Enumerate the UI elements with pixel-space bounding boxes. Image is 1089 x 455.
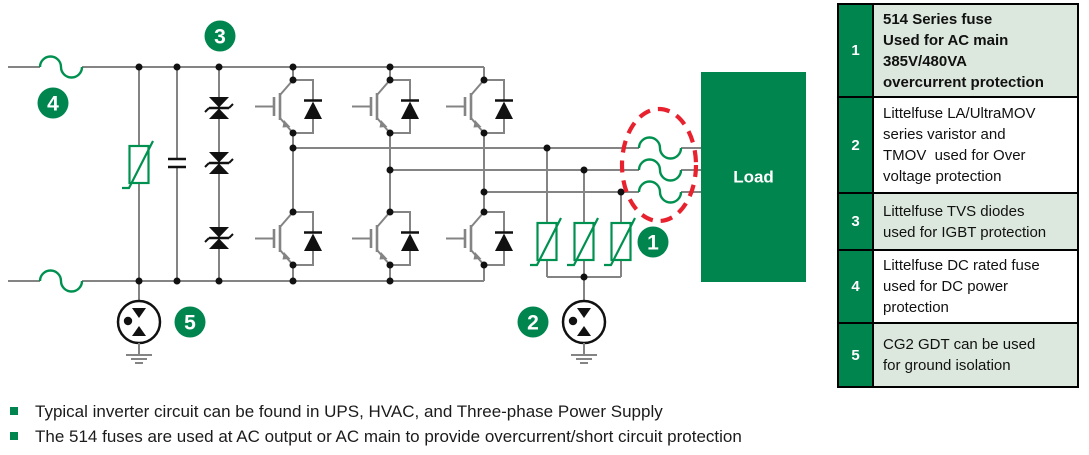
dc-fuse-bottom-icon (38, 269, 84, 293)
igbt-leg-3 (444, 67, 515, 281)
output-mov-3-icon (602, 216, 637, 267)
load-label: Load (733, 168, 774, 187)
badge-5: 5 (174, 306, 206, 338)
red-highlight-ellipse (619, 106, 699, 224)
ground-right-icon (570, 342, 598, 364)
legend-row-text: Littelfuse DC rated fuse used for DC pow… (874, 251, 1077, 322)
gdt-left-icon (116, 299, 162, 345)
badge-3-label: 3 (214, 26, 226, 49)
dc-link-capacitor (168, 67, 186, 281)
bullet-item: Typical inverter circuit can be found in… (10, 401, 663, 423)
legend-row-text: Littelfuse LA/UltraMOV series varistor a… (874, 98, 1077, 192)
inverter-circuit-diagram: Load 1 2 3 4 5 (8, 20, 806, 364)
output-fuse-2-icon (637, 158, 683, 182)
gdt-right-icon (561, 299, 607, 345)
igbt-leg-2 (350, 67, 421, 281)
tvs-diode-icon (203, 225, 235, 251)
bullet-icon (10, 432, 18, 440)
badge-3: 3 (204, 20, 236, 52)
tvs-diode-icon (203, 95, 235, 121)
badge-2: 2 (517, 306, 549, 338)
dc-bus-rails (8, 66, 484, 282)
bullet-text: The 514 fuses are used at AC output or A… (35, 427, 742, 446)
bullet-item: The 514 fuses are used at AC output or A… (10, 426, 742, 448)
dc-varistor-icon (120, 139, 155, 190)
output-mov-1-icon (528, 216, 563, 267)
tvs-diode-icon (203, 150, 235, 176)
badge-5-label: 5 (184, 312, 196, 335)
legend-row-number: 5 (839, 324, 872, 386)
bullet-icon (10, 407, 18, 415)
output-mov-2-icon (565, 216, 600, 267)
legend-table: 1 514 Series fuse Used for AC main 385V/… (837, 3, 1079, 388)
legend-row-number: 3 (839, 194, 872, 249)
badge-1-label: 1 (647, 232, 659, 255)
badge-4-label: 4 (47, 93, 59, 116)
legend-row-number: 2 (839, 98, 872, 192)
ground-left-icon (125, 342, 153, 364)
badge-4: 4 (37, 87, 69, 119)
legend-row-text: 514 Series fuse Used for AC main 385V/48… (874, 5, 1077, 96)
legend-row-number: 4 (839, 251, 872, 322)
load-block: Load (701, 72, 806, 282)
output-fuse-1-icon (637, 136, 683, 160)
legend-row-number: 1 (839, 5, 872, 96)
badge-2-label: 2 (527, 312, 539, 335)
output-fuse-3-icon (637, 180, 683, 204)
bullet-text: Typical inverter circuit can be found in… (35, 402, 663, 421)
legend-row-text: CG2 GDT can be used for ground isolation (874, 324, 1077, 386)
igbt-leg-1 (253, 67, 324, 281)
dc-fuse-top-icon (38, 55, 84, 79)
badge-1: 1 (637, 226, 669, 258)
legend-row-text: Littelfuse TVS diodes used for IGBT prot… (874, 194, 1077, 249)
junction-dots (135, 63, 625, 285)
